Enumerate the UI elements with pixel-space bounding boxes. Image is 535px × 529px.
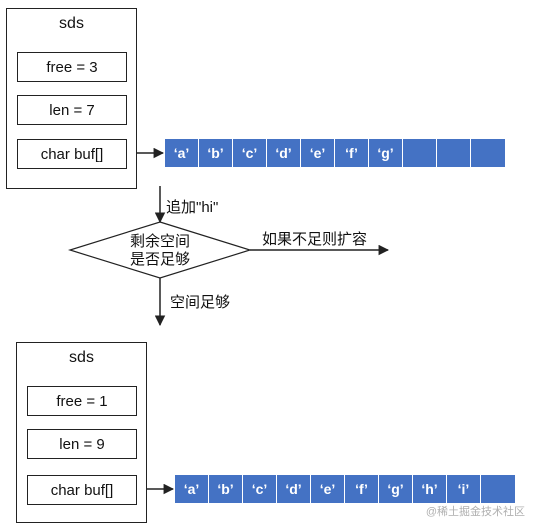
decision-text: 剩余空间 是否足够: [110, 233, 210, 269]
top-len-field: len = 7: [17, 95, 127, 125]
buffer-cell: ‘c’: [233, 139, 267, 167]
buffer-cell: ‘c’: [243, 475, 277, 503]
bottom-free-field: free = 1: [27, 386, 137, 416]
buffer-cell: ‘f’: [335, 139, 369, 167]
buffer-cell: ‘d’: [267, 139, 301, 167]
top-sds-struct: sds free = 3 len = 7 char buf[]: [6, 8, 137, 189]
buffer-cell: ‘b’: [209, 475, 243, 503]
buffer-cell: ‘g’: [369, 139, 403, 167]
buffer-cell: ‘a’: [165, 139, 199, 167]
expand-branch-label: 如果不足则扩容: [262, 231, 368, 248]
decision-line-2: 是否足够: [129, 251, 190, 268]
buffer-cell: ‘e’: [311, 475, 345, 503]
bottom-sds-title: sds: [69, 349, 94, 366]
top-sds-title: sds: [59, 15, 84, 32]
buffer-cell: [437, 139, 471, 167]
buffer-cell: ‘a’: [175, 475, 209, 503]
buffer-cell: ‘f’: [345, 475, 379, 503]
buffer-cell: [481, 475, 515, 503]
watermark: @稀土掘金技术社区: [425, 506, 525, 518]
buffer-cell: ‘b’: [199, 139, 233, 167]
buffer-cell: ‘e’: [301, 139, 335, 167]
buffer-cell: [403, 139, 437, 167]
bottom-buf-field: char buf[]: [27, 475, 137, 505]
bottom-sds-struct: sds free = 1 len = 9 char buf[]: [16, 342, 147, 523]
append-label: 追加"hi": [166, 199, 219, 216]
top-free-field: free = 3: [17, 52, 127, 82]
top-buffer: ‘a’ ‘b’ ‘c’ ‘d’ ‘e’ ‘f’ ‘g’: [165, 139, 505, 167]
bottom-len-field: len = 9: [27, 429, 137, 459]
decision-line-1: 剩余空间: [129, 233, 190, 250]
top-buf-field: char buf[]: [17, 139, 127, 169]
buffer-cell: ‘h’: [413, 475, 447, 503]
buffer-cell: [471, 139, 505, 167]
buffer-cell: ‘i’: [447, 475, 481, 503]
enough-space-label: 空间足够: [170, 294, 231, 311]
buffer-cell: ‘d’: [277, 475, 311, 503]
buffer-cell: ‘g’: [379, 475, 413, 503]
bottom-buffer: ‘a’ ‘b’ ‘c’ ‘d’ ‘e’ ‘f’ ‘g’ ‘h’ ‘i’: [175, 475, 515, 503]
